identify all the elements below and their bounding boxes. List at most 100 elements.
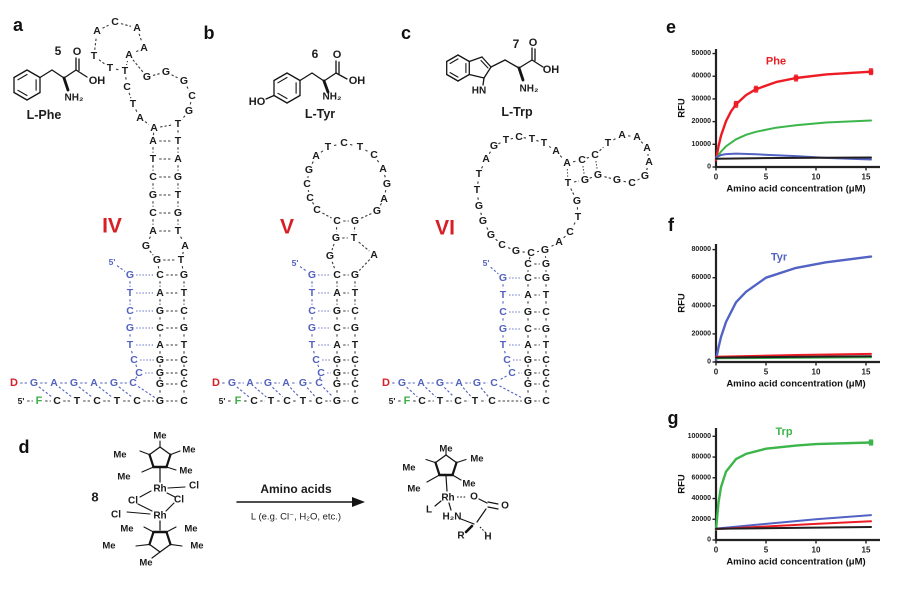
svg-text:G: G [541, 244, 549, 256]
svg-text:A: A [643, 142, 651, 154]
svg-text:80000: 80000 [692, 454, 712, 461]
svg-text:A: A [90, 377, 98, 389]
svg-text:Me: Me [182, 445, 195, 456]
svg-text:15: 15 [862, 173, 871, 182]
svg-text:G: G [156, 378, 164, 390]
svg-text:C: C [418, 395, 426, 407]
svg-text:Me: Me [113, 450, 126, 461]
svg-text:C: C [351, 378, 359, 390]
series-Trp [715, 119, 872, 161]
svg-text:Cl: Cl [189, 481, 199, 492]
series-Phe [715, 352, 872, 358]
svg-text:5': 5' [389, 396, 396, 406]
svg-text:G: G [490, 140, 498, 152]
svg-text:G: G [264, 377, 272, 389]
svg-text:OH: OH [349, 75, 366, 87]
svg-text:T: T [122, 65, 129, 77]
svg-text:C: C [498, 239, 506, 251]
svg-text:D: D [10, 377, 18, 389]
svg-text:NH₂: NH₂ [65, 93, 84, 104]
svg-text:A: A [246, 377, 254, 389]
svg-text:C: C [340, 137, 348, 149]
svg-text:A: A [181, 240, 189, 252]
svg-text:A: A [524, 339, 532, 351]
svg-text:A: A [524, 289, 532, 301]
svg-text:A: A [156, 287, 164, 299]
svg-text:C: C [306, 192, 314, 204]
svg-text:C: C [133, 395, 141, 407]
svg-text:5: 5 [764, 173, 769, 182]
svg-text:G: G [185, 105, 193, 117]
chart-title-tyr: Tyr [771, 251, 788, 263]
svg-text:T: T [150, 153, 157, 165]
svg-text:G: G [524, 354, 532, 366]
svg-text:G: G [487, 229, 495, 241]
svg-text:G: G [475, 200, 483, 212]
svg-text:G: G [333, 367, 341, 379]
svg-text:C: C [351, 354, 359, 366]
svg-text:T: T [503, 134, 510, 146]
svg-text:Cl: Cl [128, 496, 138, 507]
svg-text:15: 15 [862, 368, 871, 377]
svg-text:b: b [204, 23, 215, 43]
svg-text:5: 5 [764, 546, 769, 555]
svg-text:f: f [668, 215, 675, 235]
svg-text:D: D [212, 377, 220, 389]
svg-text:C: C [303, 178, 311, 190]
svg-text:T: T [476, 168, 483, 180]
svg-text:G: G [333, 305, 341, 317]
svg-text:C: C [308, 305, 316, 317]
svg-text:T: T [437, 395, 444, 407]
svg-text:Cl: Cl [111, 510, 121, 521]
svg-text:10: 10 [812, 546, 821, 555]
svg-text:A: A [455, 377, 463, 389]
svg-text:G: G [524, 378, 532, 390]
svg-text:C: C [93, 395, 101, 407]
svg-text:A: A [282, 377, 290, 389]
svg-text:T: T [130, 98, 137, 110]
svg-text:T: T [541, 137, 548, 149]
svg-text:G: G [383, 178, 391, 190]
svg-text:A: A [645, 156, 653, 168]
svg-text:C: C [454, 395, 462, 407]
svg-text:10000: 10000 [692, 141, 712, 148]
svg-text:C: C [490, 377, 498, 389]
svg-text:G: G [333, 378, 341, 390]
svg-text:G: G [351, 322, 359, 334]
svg-text:G: G [373, 205, 381, 217]
svg-text:G: G [524, 306, 532, 318]
svg-text:Me: Me [190, 541, 203, 552]
svg-text:C: C [351, 395, 359, 407]
svg-text:40000: 40000 [692, 495, 712, 502]
svg-text:T: T [325, 141, 332, 153]
svg-text:Me: Me [184, 524, 197, 535]
svg-text:G: G [156, 367, 164, 379]
svg-text:O: O [501, 501, 509, 512]
series-blank [715, 526, 872, 530]
svg-text:NH₂: NH₂ [520, 84, 539, 95]
svg-text:c: c [401, 23, 411, 43]
svg-text:A: A [555, 236, 563, 248]
series-Phe [714, 70, 873, 162]
svg-text:G: G [524, 395, 532, 407]
y-axis-label: RFU [677, 293, 688, 313]
svg-text:100000: 100000 [688, 433, 711, 440]
svg-text:5': 5' [292, 258, 299, 268]
svg-text:C: C [542, 395, 550, 407]
svg-text:C: C [524, 258, 532, 270]
svg-text:C: C [351, 367, 359, 379]
svg-text:7: 7 [513, 37, 520, 51]
svg-text:A: A [174, 153, 182, 165]
svg-text:10: 10 [812, 368, 821, 377]
svg-text:F: F [36, 395, 43, 407]
svg-text:5': 5' [483, 258, 490, 268]
svg-text:C: C [503, 354, 511, 366]
svg-text:T: T [500, 339, 507, 351]
svg-text:C: C [333, 322, 341, 334]
svg-text:G: G [333, 395, 341, 407]
x-axis-label: Amino acid concentration (μM) [726, 184, 865, 195]
svg-text:G: G [174, 171, 182, 183]
